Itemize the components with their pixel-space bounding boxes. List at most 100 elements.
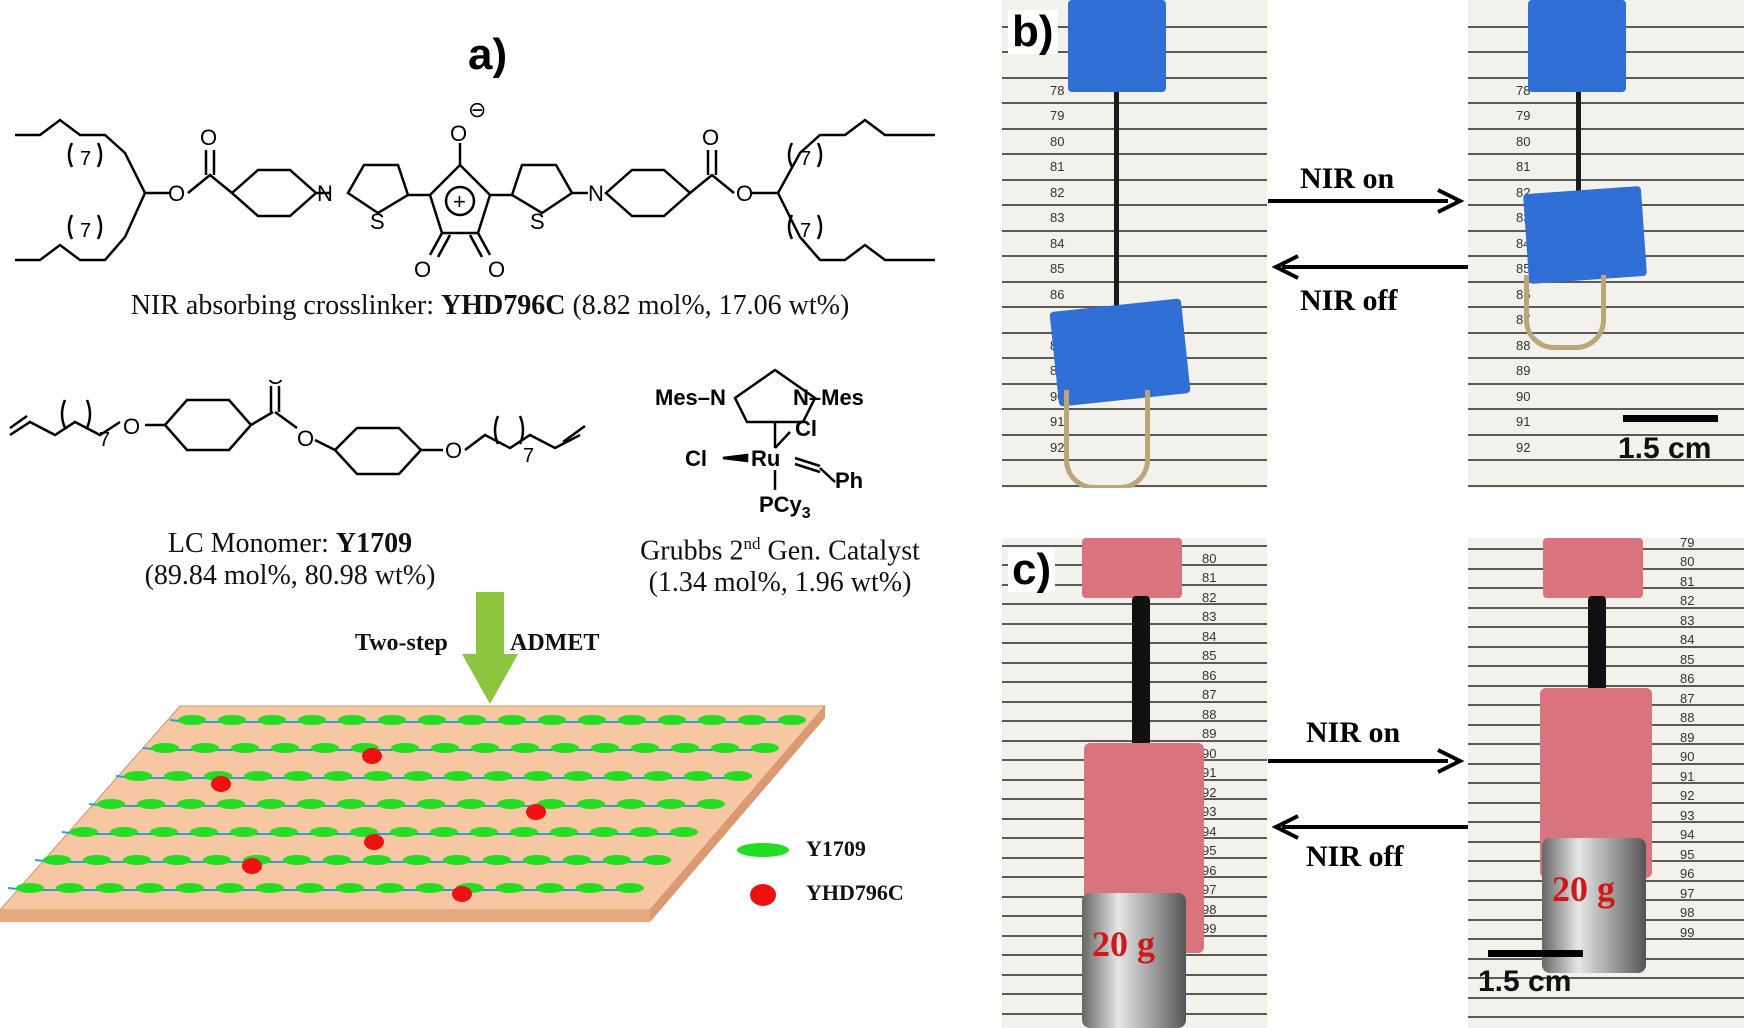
- panel-b-label: b): [1008, 10, 1058, 54]
- scale-label-b: 1.5 cm: [1618, 432, 1712, 465]
- mesogen: [603, 855, 631, 865]
- ruler-line: [1002, 178, 1267, 181]
- ruler-number: 97: [1680, 885, 1695, 901]
- mesogen: [377, 799, 405, 809]
- ruler-number: 89: [1202, 726, 1217, 741]
- mesogen: [363, 855, 391, 865]
- crosslink-point: [526, 804, 546, 820]
- ruler-number: 92: [1050, 439, 1065, 455]
- mesogen: [391, 743, 419, 753]
- mesogen: [151, 743, 179, 753]
- carbonyl-o-right: O: [702, 125, 719, 150]
- ruler-number: 93: [1202, 804, 1217, 819]
- arrow-off-c: [1271, 814, 1468, 840]
- ruler-number: 86: [1202, 667, 1217, 683]
- ruler-line: [1468, 331, 1744, 334]
- arrow-on-c-label: NIR on: [1306, 716, 1401, 749]
- mesogen: [190, 827, 218, 837]
- ruler-number: 84: [1050, 235, 1065, 251]
- ruler-line: [1002, 433, 1267, 436]
- carbonyl-o-core-left: O: [414, 257, 431, 282]
- mesogen: [217, 799, 245, 809]
- mesogen: [323, 855, 351, 865]
- ruler-number: 92: [1516, 439, 1531, 455]
- mesogen: [177, 799, 205, 809]
- ruler-line: [1468, 684, 1744, 687]
- monomer-caption: LC Monomer: Y1709 (89.84 mol%, 80.98 wt%…: [110, 528, 470, 592]
- mesogen: [203, 855, 231, 865]
- mesogen: [457, 799, 485, 809]
- crosslink-point: [242, 858, 262, 874]
- ruler-number: 98: [1680, 905, 1695, 920]
- ruler-number: 90: [1680, 749, 1695, 764]
- mesogen: [311, 743, 339, 753]
- mesogen: [537, 799, 565, 809]
- ruler-number: 82: [1050, 184, 1065, 200]
- carbonyl-o-left: O: [200, 125, 217, 150]
- mesogen: [564, 771, 592, 781]
- o-minus: O: [450, 121, 467, 146]
- mesogen: [618, 715, 646, 725]
- ruler-number: 83: [1202, 609, 1217, 624]
- mono-sub7-b: 7: [523, 445, 534, 467]
- ruler-line: [1468, 382, 1744, 385]
- mesogen: [258, 715, 286, 725]
- mesogen: [698, 715, 726, 725]
- mesogen: [56, 883, 84, 893]
- ruler-number: 84: [1202, 628, 1217, 644]
- cl-left-label: Cl: [685, 446, 707, 471]
- mono-sub7-a: 7: [99, 429, 110, 451]
- ruler-number: 89: [1680, 729, 1695, 745]
- mesogen: [284, 771, 312, 781]
- weight-label-c-left: 20 g: [1092, 924, 1155, 964]
- mesogen: [376, 883, 404, 893]
- ruler-number: 86: [1680, 671, 1695, 686]
- mesogen: [576, 883, 604, 893]
- mesogen: [604, 771, 632, 781]
- mesogen: [417, 799, 445, 809]
- mesogen: [378, 715, 406, 725]
- ruler-number: 95: [1202, 843, 1217, 858]
- mesogen: [231, 743, 259, 753]
- ruler-number: 94: [1202, 823, 1217, 839]
- mesogen: [110, 827, 138, 837]
- mesogen: [617, 799, 645, 809]
- reaction-arrow: [462, 592, 518, 704]
- ruler-number: 81: [1680, 573, 1695, 589]
- minus-sign: ⊖: [468, 97, 486, 122]
- clip-top-c-right: [1543, 538, 1643, 598]
- fiber-b-left: [1114, 92, 1119, 307]
- ruler-line: [1002, 280, 1267, 283]
- mesogen: [550, 827, 578, 837]
- arrow-off-b: [1271, 254, 1468, 280]
- crosslinker-caption: NIR absorbing crosslinker: YHD796C (8.82…: [130, 290, 850, 321]
- clip-top-b-right: [1528, 0, 1626, 92]
- mesogen: [123, 855, 151, 865]
- reaction-left-label: Two-step: [355, 630, 448, 656]
- reaction-right-label: ADMET: [510, 630, 600, 656]
- ruler-number: 88: [1680, 710, 1695, 725]
- mesogen: [137, 799, 165, 809]
- mesogen: [297, 799, 325, 809]
- mesogen: [657, 799, 685, 809]
- mesogen: [496, 883, 524, 893]
- clip-top-c-left: [1082, 538, 1182, 598]
- mesogen: [298, 715, 326, 725]
- mesogen: [444, 771, 472, 781]
- sub7-b: 7: [80, 220, 91, 242]
- ruler-number: 79: [1516, 108, 1531, 123]
- mesogen: [191, 743, 219, 753]
- mesogen: [443, 855, 471, 865]
- cl-top-label: Cl: [795, 416, 817, 441]
- catalyst-caption: Grubbs 2nd Gen. Catalyst (1.34 mol%, 1.9…: [615, 528, 945, 599]
- sub7-d: 7: [800, 220, 811, 242]
- ruler-number: 80: [1050, 133, 1065, 149]
- mesogen: [470, 827, 498, 837]
- ruler-number: 95: [1680, 846, 1695, 862]
- arrow-on-b: [1268, 188, 1465, 214]
- mesogen: [83, 855, 111, 865]
- mesogen: [164, 771, 192, 781]
- mesogen: [778, 715, 806, 725]
- mesogen: [310, 827, 338, 837]
